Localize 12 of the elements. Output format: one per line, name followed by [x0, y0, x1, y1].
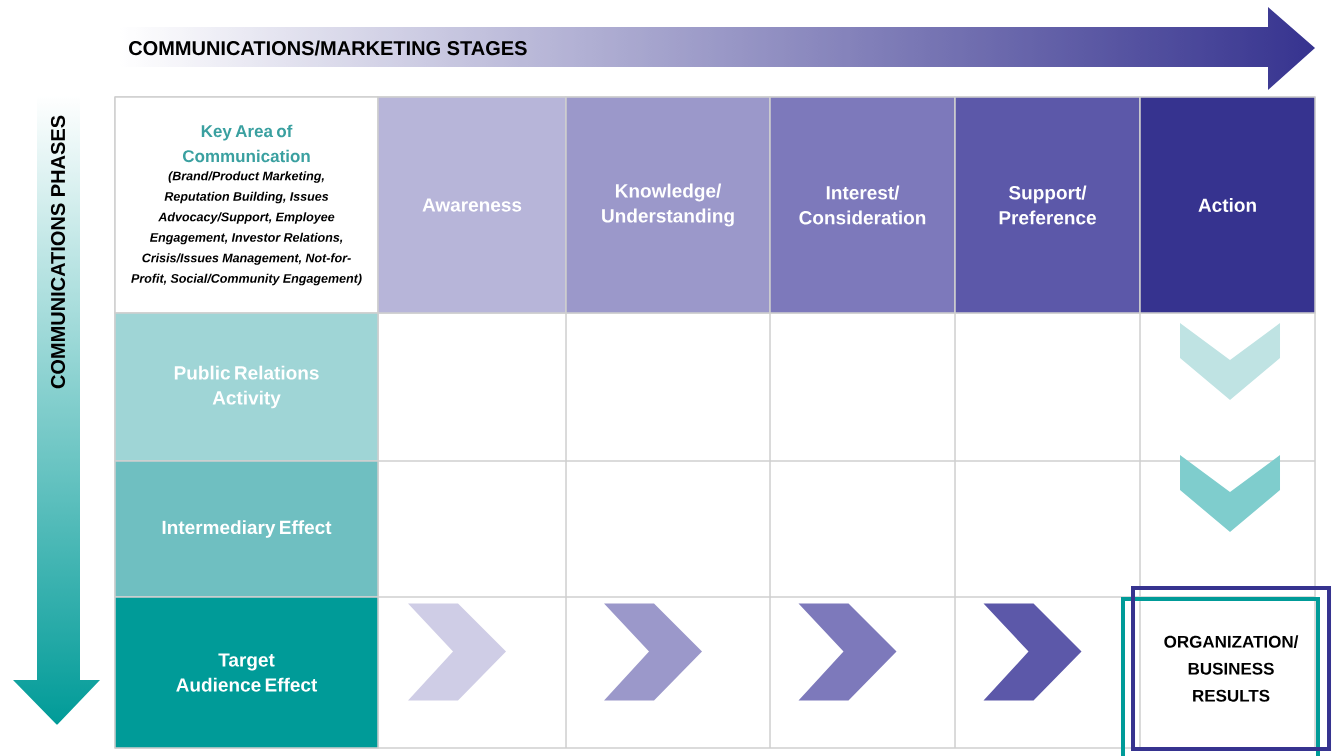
result-box: ORGANIZATION/ BUSINESS RESULTS [1121, 586, 1331, 756]
stage-header-cell: Support/ Preference [954, 96, 1141, 314]
stage-header-cell: Knowledge/ Understanding [565, 96, 771, 314]
axis-title: COMMUNICATIONS/MARKETING STAGES [129, 40, 527, 56]
phase-header-cell: Intermediary Effect [114, 460, 379, 598]
header-cell: Key Area of Communication (Brand/Product Marketing, Reputation Building, Issues Advocacy/Support, Employee Engagement, Investor Relations, Crisis/Issues Management, Not-for-Profit, Social/Community Engagement) [114, 96, 379, 314]
phase-header-cell: Target Audience Effect [114, 596, 379, 749]
stage-header-cell: Awareness [377, 96, 567, 314]
phase-header-cell: Public Relations Activity [114, 312, 379, 462]
stage-header-cell: Action [1139, 96, 1316, 314]
stage-header-cell: Interest/ Consideration [769, 96, 956, 314]
axis-title: COMMUNICATIONS PHASES [50, 115, 66, 389]
